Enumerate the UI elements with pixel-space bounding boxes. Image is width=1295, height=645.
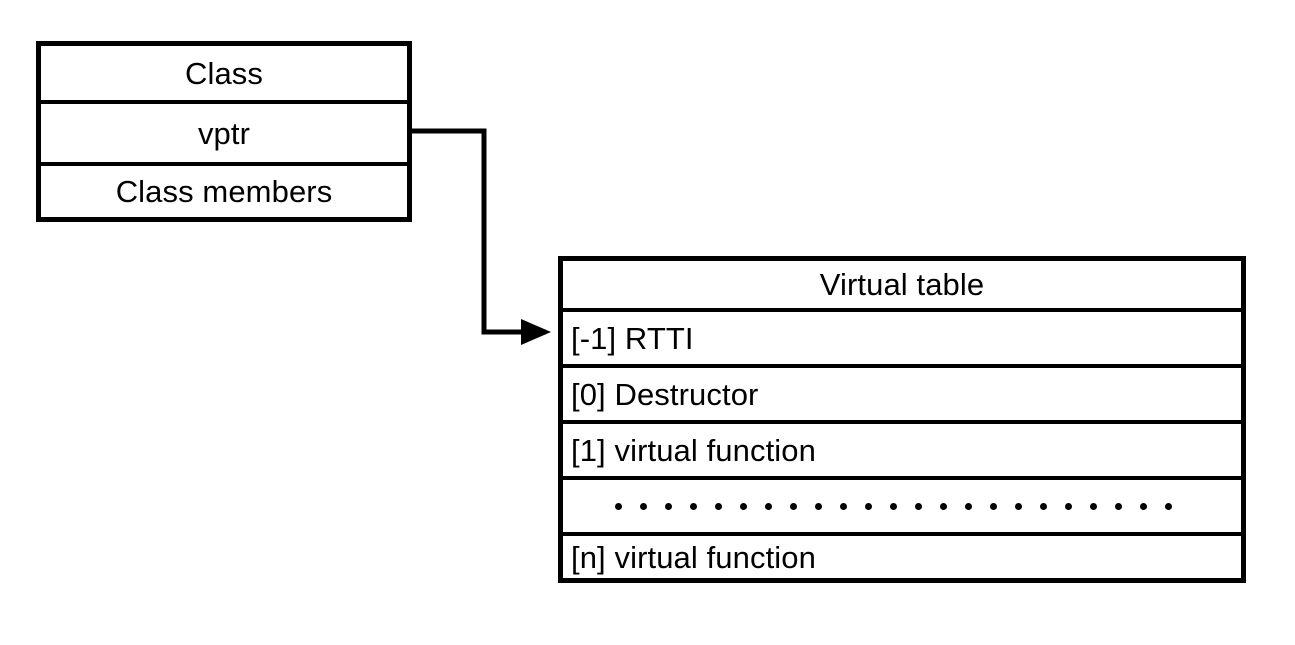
ellipsis-dot — [765, 502, 772, 510]
ellipsis-dot — [615, 502, 622, 510]
ellipsis-dot — [815, 502, 822, 510]
vtable-row-destructor: [0] Destructor — [563, 364, 1241, 420]
vtable-row-rtti: [-1] RTTI — [563, 308, 1241, 364]
vtable-header-label: Virtual table — [819, 267, 985, 302]
connector-path — [411, 128, 551, 345]
class-box-label-class: Class — [184, 55, 263, 91]
vtable-label-virtual-function-n: [n] virtual function — [571, 539, 816, 575]
vtable-label-virtual-function-1: [1] virtual function — [571, 432, 816, 468]
class-box-row-vptr: vptr — [41, 100, 407, 162]
vtable-row-virtual-function-1: [1] virtual function — [563, 420, 1241, 476]
ellipsis-dots-icon — [615, 502, 1172, 510]
vtable-label-destructor: [0] Destructor — [571, 376, 759, 412]
ellipsis-dot — [965, 502, 972, 510]
virtual-table-box: Virtual table [-1] RTTI [0] Destructor [… — [558, 256, 1246, 583]
ellipsis-dot — [990, 502, 997, 510]
ellipsis-dot — [1165, 502, 1172, 510]
ellipsis-dot — [1065, 502, 1072, 510]
ellipsis-dot — [890, 502, 897, 510]
ellipsis-dot — [940, 502, 947, 510]
ellipsis-dot — [1140, 502, 1147, 510]
vtable-label-rtti: [-1] RTTI — [571, 320, 694, 356]
ellipsis-dot — [1040, 502, 1047, 510]
ellipsis-dot — [715, 502, 722, 510]
ellipsis-dot — [1015, 502, 1022, 510]
ellipsis-dot — [640, 502, 647, 510]
class-box-row-class: Class — [41, 46, 407, 100]
class-box-row-class-members: Class members — [41, 162, 407, 217]
vtable-row-ellipsis — [563, 476, 1241, 532]
ellipsis-dot — [665, 502, 672, 510]
class-box-label-class-members: Class members — [115, 174, 333, 209]
ellipsis-dot — [840, 502, 847, 510]
class-object-box: Class vptr Class members — [36, 41, 412, 222]
vtable-row-virtual-function-n: [n] virtual function — [563, 532, 1241, 578]
ellipsis-dot — [790, 502, 797, 510]
ellipsis-dot — [690, 502, 697, 510]
class-box-label-vptr: vptr — [197, 115, 251, 151]
ellipsis-dot — [1115, 502, 1122, 510]
ellipsis-dot — [1090, 502, 1097, 510]
vtable-row-header: Virtual table — [563, 261, 1241, 308]
ellipsis-dot — [740, 502, 747, 510]
ellipsis-dot — [915, 502, 922, 510]
ellipsis-dot — [865, 502, 872, 510]
